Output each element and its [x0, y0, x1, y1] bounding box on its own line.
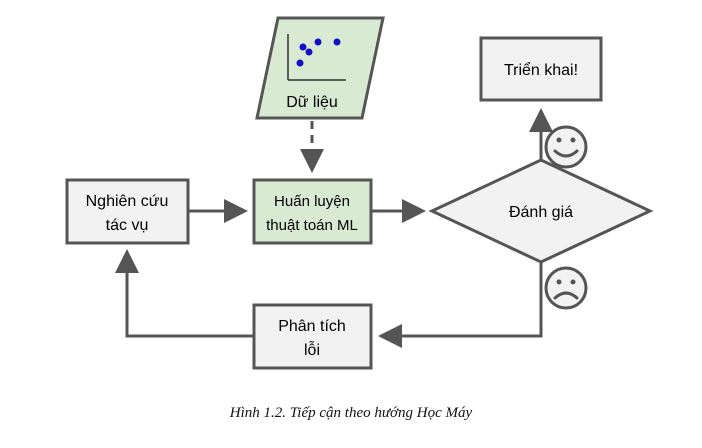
data-node-label: Dữ liệu	[286, 94, 338, 111]
arrow-evaluate-to-analyze	[378, 262, 543, 348]
smiley-sad-icon	[544, 266, 588, 310]
research-node-line2: tác vụ	[106, 217, 149, 234]
train-node-line1: Huấn luyện	[274, 193, 350, 210]
smiley-happy-icon	[544, 125, 588, 169]
analyze-node-line1: Phân tích	[278, 318, 346, 335]
train-node-line2: thuật toán ML	[266, 217, 358, 234]
scatter-plot-icon	[287, 34, 346, 81]
evaluate-node: Đánh giá	[428, 158, 654, 264]
deploy-node-label: Triển khai!	[504, 61, 578, 79]
analyze-node: Phân tích lỗi	[252, 303, 373, 370]
arrow-analyze-to-research	[115, 249, 254, 338]
deploy-node: Triển khai!	[479, 36, 603, 102]
research-node: Nghiên cứu tác vụ	[65, 178, 190, 245]
research-node-line1: Nghiên cứu	[86, 193, 169, 210]
figure-caption: Hình 1.2. Tiếp cận theo hướng Học Máy	[229, 405, 473, 421]
train-node: Huấn luyện thuật toán ML	[252, 178, 373, 245]
data-node: Dữ liệu	[255, 16, 385, 120]
analyze-node-line2: lỗi	[304, 340, 320, 359]
evaluate-node-label: Đánh giá	[509, 204, 573, 221]
